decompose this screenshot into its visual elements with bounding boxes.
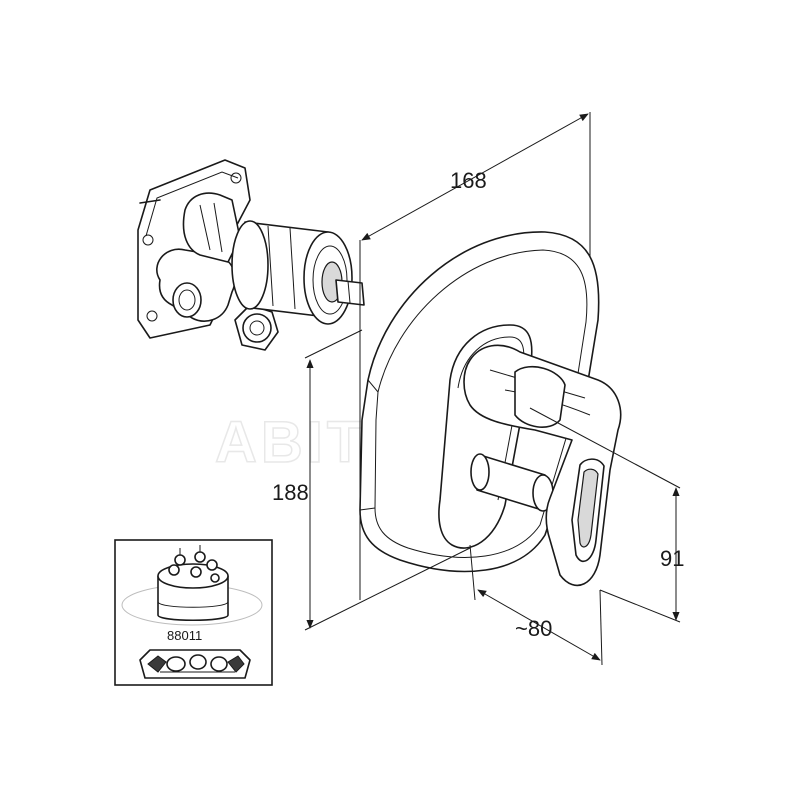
dimension-lever-height-label: 91	[660, 546, 684, 571]
dimension-depth-label: 168	[450, 168, 487, 193]
inset-box: 88011	[114, 539, 273, 686]
inset-part-number: 88011	[167, 628, 202, 643]
inset-cartridge	[157, 545, 229, 622]
inset-rough-in-box	[139, 649, 251, 679]
dimension-projection-label: ~80	[515, 616, 552, 641]
dimension-height-label: 188	[272, 480, 309, 505]
dimension-188: 188	[272, 329, 471, 631]
dimension-91: 91	[529, 407, 684, 623]
trim-escutcheon	[359, 231, 622, 587]
rough-in-valve-body	[137, 159, 365, 351]
dimension-80: ~80	[469, 544, 603, 666]
dimension-168: 168	[359, 112, 591, 600]
